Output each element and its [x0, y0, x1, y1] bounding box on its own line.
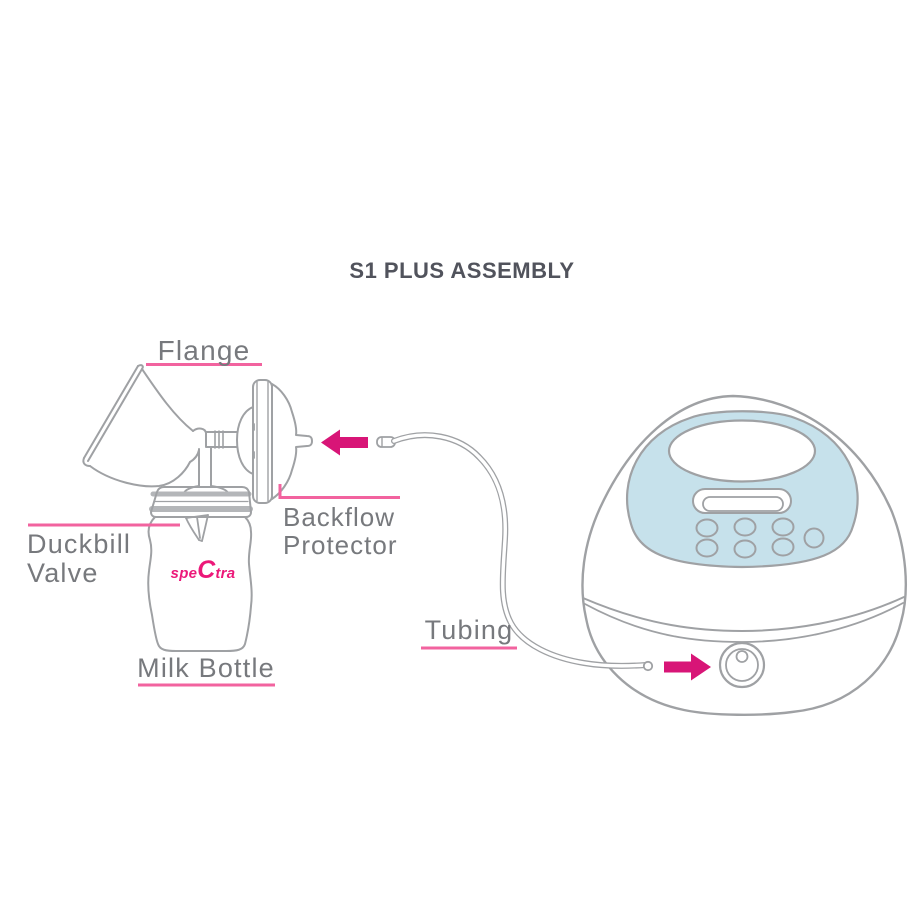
spectra-logo-post: tra	[215, 565, 236, 582]
backflow-right-dome	[271, 383, 313, 500]
duckbill-valve-label-line2: Valve	[27, 558, 99, 588]
backflow-left-dome	[236, 406, 254, 475]
pump-buttons	[695, 517, 825, 559]
duckbill-valve-label-line1: Duckbill	[27, 529, 132, 559]
flange-label: Flange	[157, 335, 251, 366]
connector-ribs	[214, 430, 224, 449]
pump-button	[695, 518, 719, 538]
milk-bottle-drawing	[147, 516, 253, 652]
pump-button-side	[803, 527, 825, 549]
pump-unit-drawing	[581, 394, 908, 716]
tubing-label: Tubing	[424, 615, 514, 645]
pump-button	[695, 538, 719, 558]
backflow-pointer	[278, 484, 400, 499]
flange-drawing	[82, 364, 242, 494]
diagram-title: S1 PLUS ASSEMBLY	[349, 258, 575, 283]
arrow-left-icon	[321, 429, 368, 456]
duckbill-valve-drawing	[185, 514, 209, 542]
arrow-right-icon	[664, 653, 711, 681]
pump-button	[733, 517, 757, 537]
backflow-protector-label-line2: Protector	[283, 530, 398, 560]
spectra-logo: speCtra	[168, 556, 238, 585]
pump-button	[771, 537, 795, 557]
pump-seam-upper	[582, 596, 905, 632]
label-pointer-lines	[28, 363, 517, 687]
pump-button	[771, 517, 795, 537]
valve-stem	[189, 446, 212, 487]
backflow-protector-label: Backflow Protector	[283, 503, 398, 559]
tubing-drawing	[376, 432, 654, 672]
duckbill-valve-label: Duckbill Valve	[27, 530, 131, 588]
tube-end-cap	[642, 660, 654, 672]
valve-elbow	[192, 427, 207, 434]
backflow-protector-drawing	[236, 379, 313, 504]
milk-bottle-label: Milk Bottle	[137, 653, 275, 683]
port-inner-ring	[725, 648, 759, 682]
bottle-collar-drawing	[149, 486, 253, 518]
backflow-disc-lines	[256, 381, 269, 502]
pump-display-screen	[702, 496, 784, 512]
spectra-logo-cap: C	[197, 556, 216, 584]
tube-core	[392, 433, 648, 668]
backflow-disc	[252, 379, 273, 504]
pump-handle-opening	[667, 419, 817, 483]
spectra-logo-pre: spe	[170, 565, 198, 582]
port-nipple	[735, 650, 749, 663]
backflow-protector-label-line1: Backflow	[283, 502, 396, 532]
pump-tubing-port	[718, 641, 766, 689]
pump-button	[733, 539, 757, 559]
